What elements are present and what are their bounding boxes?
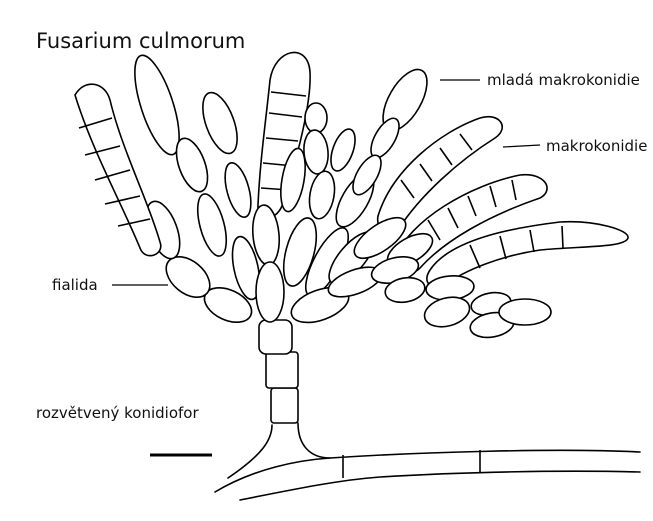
right-branch <box>287 63 628 341</box>
diagram-title: Fusarium culmorum <box>36 29 245 53</box>
macroconidium-label: makrokonidie <box>546 137 647 155</box>
label-macroconidium: makrokonidie <box>503 137 647 155</box>
phialide-label: fialida <box>52 276 98 294</box>
upper-left-branch <box>75 51 264 330</box>
label-phialide: fialida <box>52 276 168 294</box>
label-young-macroconidium: mladá makrokonidie <box>440 71 640 89</box>
young-macroconidium-label: mladá makrokonidie <box>487 71 640 89</box>
branched-conidiophore-label: rozvětvený konidiofor <box>36 404 199 422</box>
conidiophore-stalk <box>228 320 330 478</box>
basal-hypha <box>215 450 640 500</box>
